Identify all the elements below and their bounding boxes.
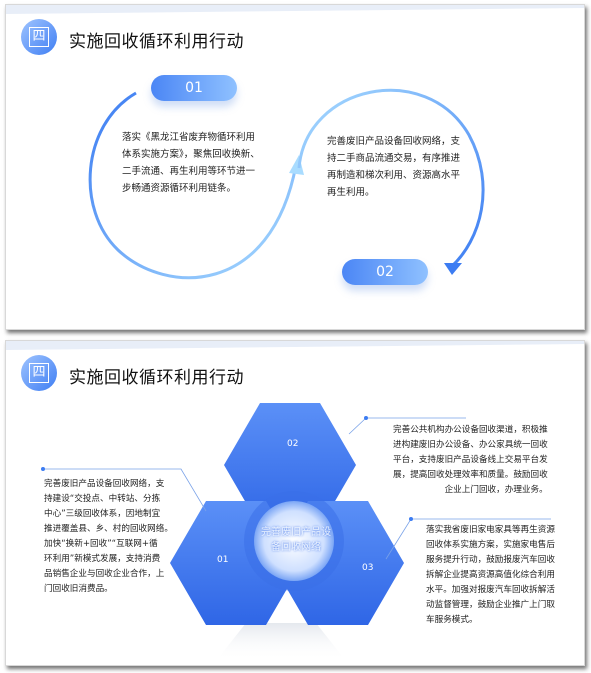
section-number: 四	[29, 27, 49, 47]
left-paragraph: 落实《黑龙江省废弃物循环利用 体系实施方案》，聚焦回收换新、 二手流通、再生利用…	[122, 129, 260, 197]
top-right-paragraph: 完善公共机构办公设备回收渠道，积极推 进构建废旧办公设备、办公家具统一回收 平台…	[393, 423, 548, 498]
connector-left	[43, 468, 207, 512]
bottom-right-line: 车服务模式。	[426, 615, 478, 625]
hex-label-02: 02	[287, 439, 299, 449]
top-right-line: 企业上门回收，办理业务。	[444, 485, 548, 495]
slide-one: 四 实施回收循环利用行动 01 02 落实《黑龙江省废弃物循环利用 体系实施方案…	[5, 4, 585, 330]
right-line: 持二手商品流通交易，有序推进	[327, 153, 461, 164]
bottom-right-paragraph: 落实我省废旧家电家具等再生资源 回收体系实施方案，实施家电售后 服务提升行动，鼓…	[426, 523, 555, 628]
top-right-line: 展，提高回收处理效率和质量。鼓励回收	[393, 470, 548, 480]
bottom-right-line: 回收体系实施方案，实施家电售后	[426, 540, 555, 550]
left-paragraph: 完善废旧产品设备回收网络，支 持建设“交投点、中转站、分拣 中心”三级回收体系，…	[44, 477, 173, 597]
left-line: 落实《黑龙江省废弃物循环利用	[122, 132, 256, 143]
bottom-right-line: 拆解企业提高资源高值化综合利用	[426, 570, 555, 580]
section-number: 四	[29, 363, 49, 383]
slide-two-decor	[6, 341, 584, 661]
section-badge: 四	[21, 355, 57, 391]
hex-label-01: 01	[217, 555, 229, 565]
left-line: 步畅通资源循环利用链条。	[122, 183, 237, 194]
right-paragraph: 完善废旧产品设备回收网络，支 持二手商品流通交易，有序推进 再制造和梯次利用、资…	[327, 133, 460, 201]
right-arrow-head	[444, 263, 462, 275]
left-line: 门回收旧消费品。	[44, 584, 113, 594]
right-ring-arc	[297, 88, 485, 269]
right-line: 再生利用。	[327, 187, 375, 198]
slide-title: 实施回收循环利用行动	[69, 32, 244, 52]
bottom-right-line: 动监督管理，鼓励企业推广上门取	[426, 600, 555, 610]
left-line: 体系实施方案》，聚焦回收换新、	[122, 149, 260, 160]
step-pill-01: 01	[151, 75, 237, 101]
left-line: 二手流通、再生利用等环节进一	[122, 166, 256, 177]
step-pill-02: 02	[342, 259, 428, 285]
bottom-right-line: 落实我省废旧家电家具等再生资源	[426, 525, 555, 535]
hex-reflection	[216, 623, 346, 661]
top-ribbon	[6, 341, 584, 350]
connector-dot	[364, 416, 368, 420]
left-line: 推进覆盖县、乡、村的回收网络。	[44, 524, 173, 534]
hexagon-02	[224, 403, 356, 527]
left-line: 持建设“交投点、中转站、分拣	[44, 494, 161, 504]
left-line: 中心”三级回收体系，因地制宜	[44, 509, 161, 519]
slide-title: 实施回收循环利用行动	[69, 368, 244, 388]
bottom-right-line: 水平。加强对报废汽车回收拆解活	[426, 585, 555, 595]
slide-one-decor	[6, 5, 584, 280]
hex-label-03: 03	[362, 563, 374, 573]
top-right-line: 平台，支持废旧产品设备线上交易平台发	[393, 455, 548, 465]
top-right-line: 进构建废旧办公设备、办公家具统一回收	[393, 440, 548, 450]
top-right-line: 完善公共机构办公设备回收渠道，积极推	[393, 425, 548, 435]
center-label: 完善废旧产品设 备回收网络	[260, 525, 332, 555]
center-circle	[254, 501, 334, 581]
connector-dot	[41, 467, 45, 471]
left-line: 品销售企业与回收企业合作，上	[44, 569, 165, 579]
left-line: 环利用”新模式发展，支持消费	[44, 554, 161, 564]
slide-two: 四 实施回收循环利用行动 02 01 03 完善废旧产品设 备回收网络 完善废旧…	[5, 340, 585, 666]
left-line: 完善废旧产品设备回收网络，支	[44, 479, 165, 489]
connector-dot	[409, 517, 413, 521]
center-line: 备回收网络	[271, 542, 321, 553]
left-line: 加快“换新+回收”“互联网+循	[44, 539, 158, 549]
left-ring-arc	[88, 91, 298, 280]
center-line: 完善废旧产品设	[261, 527, 331, 538]
bottom-right-line: 服务提升行动，鼓励报废汽车回收	[426, 555, 555, 565]
top-ribbon	[6, 5, 584, 14]
right-line: 完善废旧产品设备回收网络，支	[327, 136, 461, 147]
section-badge: 四	[21, 19, 57, 55]
right-line: 再制造和梯次利用、资源高水平	[327, 170, 461, 181]
